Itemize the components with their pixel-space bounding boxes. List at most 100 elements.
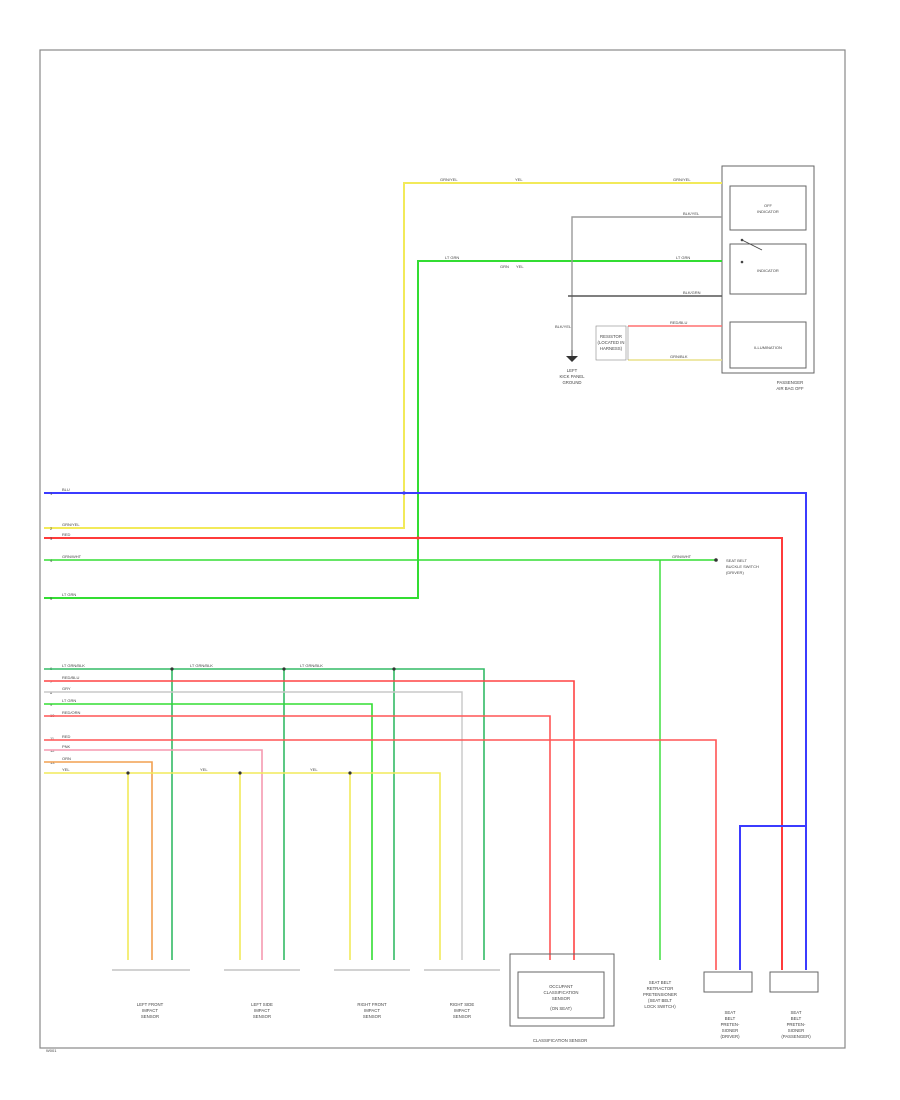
splice-dot-icon <box>392 667 396 671</box>
label-ground-blk: BLK/YEL <box>555 324 572 329</box>
wire-ltgrn-blk <box>44 668 485 960</box>
svg-text:PRETENSIONER: PRETENSIONER <box>643 992 677 997</box>
pin-number: 4 <box>50 558 53 563</box>
label-top-yel: YEL <box>515 177 523 182</box>
wire-blu-loop <box>739 825 806 970</box>
wire-lt-grn-lower <box>44 703 373 960</box>
label-lower-7: PNK <box>62 744 71 749</box>
splice-dot-icon <box>348 771 352 775</box>
label-lower-1b: LT GRN/BLK <box>190 663 213 668</box>
svg-text:OCCUPANT: OCCUPANT <box>549 984 573 989</box>
wire-blu <box>44 492 807 970</box>
switch-unit-caption-1: PASSENGER <box>777 380 803 385</box>
label-lower-2: RED/BLU <box>62 675 79 680</box>
passenger-airbag-off-switch-unit: OFF INDICATOR INDICATOR ILLUMINATION PAS… <box>721 165 815 391</box>
svg-text:LEFT FRONT: LEFT FRONT <box>137 1002 164 1007</box>
splice-dot-icon <box>126 771 130 775</box>
wire-red-blu <box>44 680 575 960</box>
switch-unit-caption-2: AIR BAG OFF <box>776 386 804 391</box>
left-pin-numbers: 1 2 3 4 5 6 7 8 9 10 11 12 13 <box>50 491 55 765</box>
label-top-grnyel-right: GRN/YEL <box>673 177 691 182</box>
label-top-blk2: BLK/GRN <box>683 290 701 295</box>
splice-dot-icon <box>282 667 286 671</box>
indicator-label: INDICATOR <box>757 268 779 273</box>
pin-number: 3 <box>50 536 53 541</box>
pin-number: 1 <box>50 491 53 496</box>
pin-number: 2 <box>50 526 53 531</box>
svg-text:PRETEN-: PRETEN- <box>787 1022 806 1027</box>
label-lower-5: RED/ORN <box>62 710 81 715</box>
wire-red-orn <box>44 715 551 960</box>
label-left-grnwht: GRN/WHT <box>62 554 82 559</box>
label-left-blu: BLU <box>62 487 70 492</box>
bottom-components: LEFT FRONT IMPACT SENSOR LEFT SIDE IMPAC… <box>112 953 819 1043</box>
right-side-impact-sensor: RIGHT SIDE IMPACT SENSOR <box>424 969 500 1019</box>
ground-label-1: LEFT <box>567 368 578 373</box>
svg-text:SEAT BELT: SEAT BELT <box>649 980 672 985</box>
label-lower-4: LT GRN <box>62 698 76 703</box>
label-top-blk1: BLK/YEL <box>683 211 700 216</box>
resistor-label-3: HARNESS) <box>600 346 623 351</box>
svg-text:SENSOR: SENSOR <box>253 1014 271 1019</box>
label-left-red: RED <box>62 532 71 537</box>
wire-pnk <box>44 749 263 960</box>
svg-text:SENSOR: SENSOR <box>453 1014 471 1019</box>
splice-dot-icon <box>170 667 174 671</box>
wire-red-lower <box>44 739 717 970</box>
diagram-frame <box>39 49 846 1049</box>
svg-text:SEAT: SEAT <box>791 1010 802 1015</box>
passenger-pretensioner: SEAT BELT PRETEN- SIONER (PASSENGER) <box>769 971 819 1039</box>
pin-number: 5 <box>50 596 53 601</box>
label-mid-yel2: YEL <box>310 767 318 772</box>
right-front-impact-sensor: RIGHT FRONT IMPACT SENSOR <box>334 969 410 1019</box>
svg-text:SENSOR: SENSOR <box>141 1014 159 1019</box>
right-connector-2: BUCKLE SWITCH <box>726 564 759 569</box>
ground-label-3: GROUND <box>562 380 581 385</box>
splice-dot-icon <box>238 771 242 775</box>
label-lower-6: RED <box>62 734 71 739</box>
svg-text:IMPACT: IMPACT <box>142 1008 158 1013</box>
top-wires <box>44 182 722 599</box>
svg-text:PRETEN-: PRETEN- <box>721 1022 740 1027</box>
splice-dot-icon <box>714 558 718 562</box>
right-connector-1: SEAT BELT <box>726 558 747 563</box>
wire-lt-grn <box>44 260 722 599</box>
left-front-impact-sensor: LEFT FRONT IMPACT SENSOR <box>112 969 190 1019</box>
pin-number: 11 <box>50 736 55 741</box>
splice-dot-icon <box>416 536 420 540</box>
resistor-label-2: (LOCATED IN <box>598 340 625 345</box>
svg-text:(DRIVER): (DRIVER) <box>720 1034 740 1039</box>
lower-wires <box>44 667 717 970</box>
right-connector-3: (DRIVER) <box>726 570 744 575</box>
label-lower-8: ORN <box>62 756 71 761</box>
svg-text:RIGHT FRONT: RIGHT FRONT <box>357 1002 387 1007</box>
label-mid-yel: YEL <box>200 767 208 772</box>
svg-text:CLASSIFICATION: CLASSIFICATION <box>543 990 578 995</box>
illumination-label: ILLUMINATION <box>754 345 782 350</box>
label-left-grnyel: GRN/YEL <box>62 522 80 527</box>
label-top-red: RED/BLU <box>670 320 687 325</box>
ground-symbol-icon <box>566 350 578 362</box>
label-top-yel2: YEL <box>516 264 524 269</box>
middle-wires <box>44 491 807 970</box>
svg-text:RIGHT SIDE: RIGHT SIDE <box>450 1002 475 1007</box>
label-left-ltgrn: LT GRN <box>62 592 76 597</box>
svg-text:BELT: BELT <box>725 1016 736 1021</box>
driver-pretensioner: SEAT BELT PRETEN- SIONER (DRIVER) <box>703 971 753 1039</box>
label-top-blk3: GRN/BLK <box>670 354 688 359</box>
wire-yel-lower <box>44 772 441 960</box>
svg-text:(PASSENGER): (PASSENGER) <box>781 1034 811 1039</box>
svg-text:RETRACTOR: RETRACTOR <box>647 986 674 991</box>
occupant-classification-module: OCCUPANT CLASSIFICATION SENSOR (ON SEAT)… <box>509 953 615 1043</box>
ground-label-2: KICK PANEL <box>560 374 586 379</box>
footer-code: W001 <box>46 1048 57 1053</box>
switch-contact-icon <box>740 238 763 264</box>
label-lower-9: YEL <box>62 767 70 772</box>
svg-text:(SEAT BELT: (SEAT BELT <box>648 998 672 1003</box>
svg-text:LEFT SIDE: LEFT SIDE <box>251 1002 273 1007</box>
wire-red <box>44 537 783 970</box>
wire-gry <box>44 691 463 960</box>
svg-text:(ON SEAT): (ON SEAT) <box>550 1006 572 1011</box>
label-top-grn: GRN <box>500 264 509 269</box>
